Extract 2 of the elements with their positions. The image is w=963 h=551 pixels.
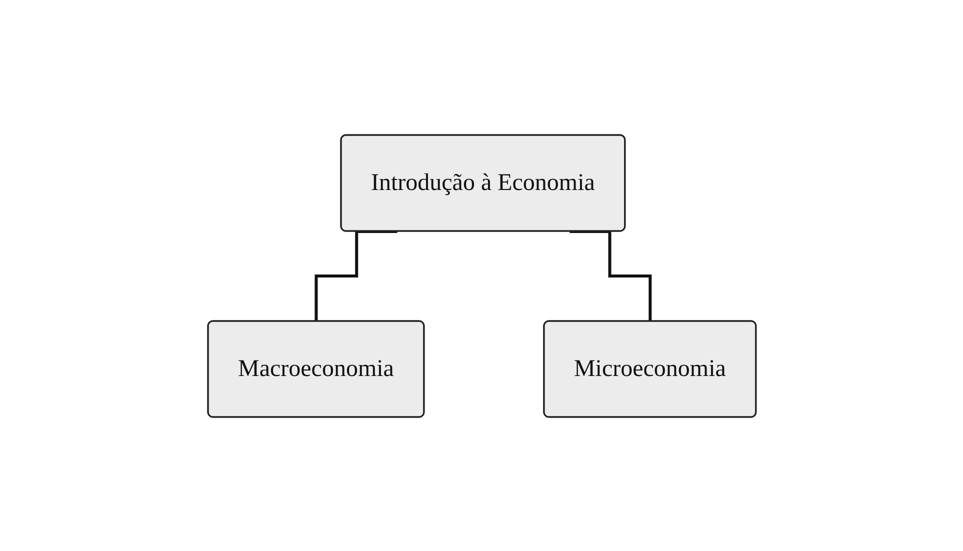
connector bbox=[569, 230, 652, 322]
connector bbox=[314, 230, 397, 322]
